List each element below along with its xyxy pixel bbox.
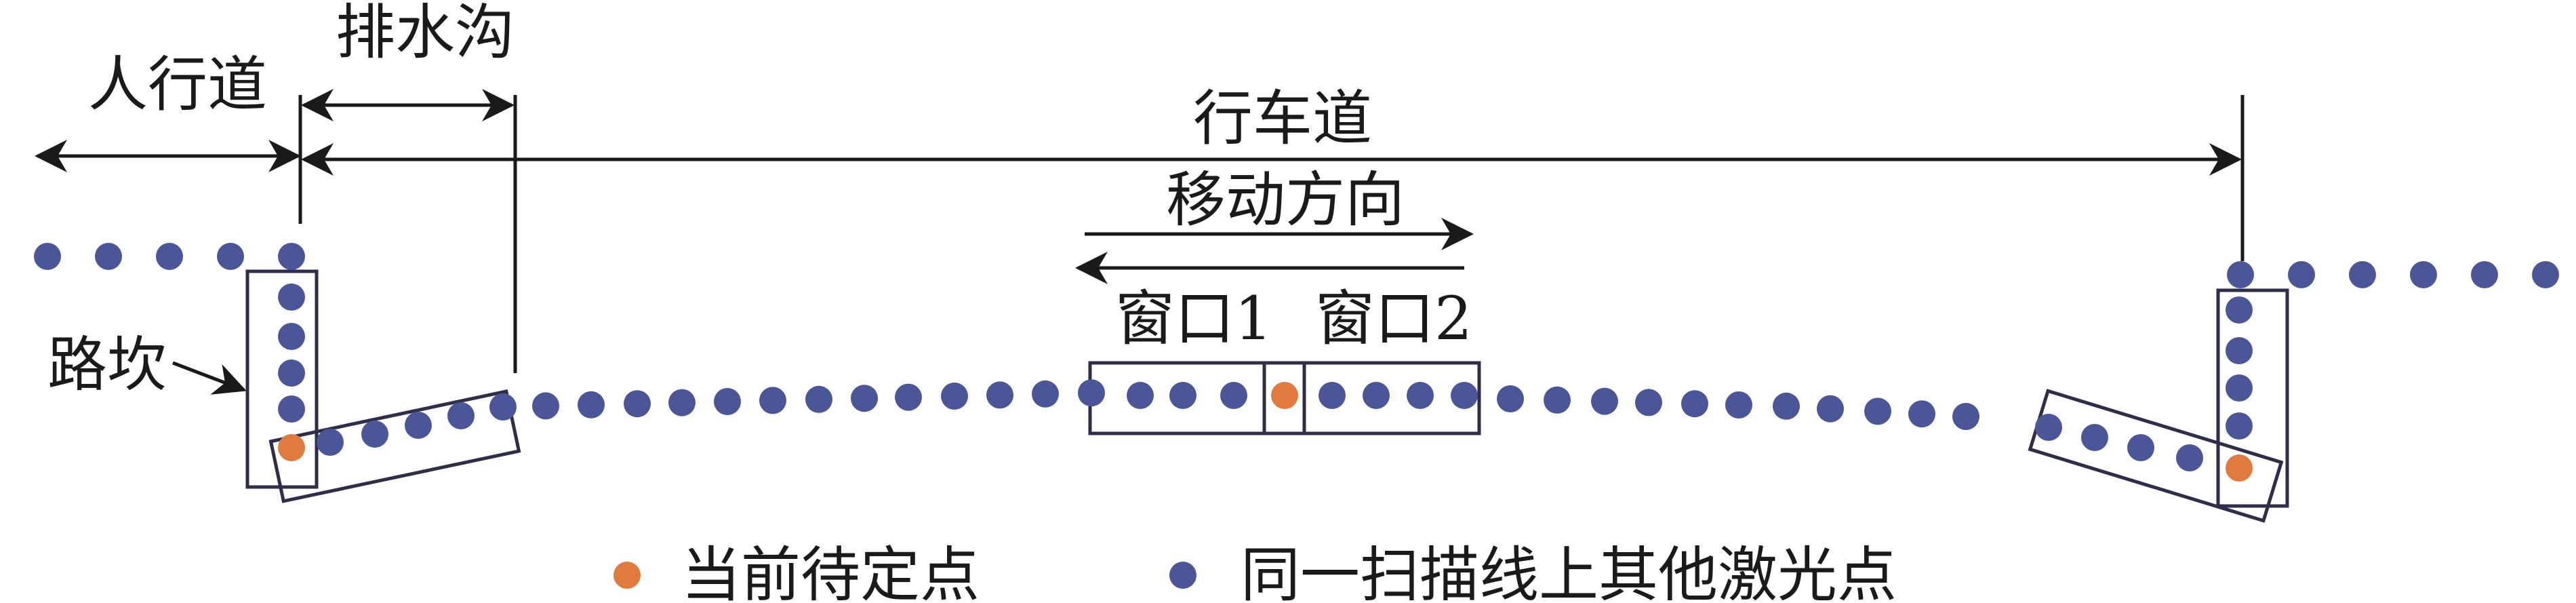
- legend-other-points-dot: [1169, 562, 1196, 589]
- scan-point: [95, 243, 122, 270]
- scan-point: [278, 243, 305, 270]
- scan-point: [156, 243, 183, 270]
- scan-point: [986, 381, 1013, 409]
- scan-point: [941, 383, 968, 410]
- scan-point: [1773, 392, 1800, 420]
- scan-point: [2127, 434, 2154, 461]
- scan-point: [2226, 412, 2253, 440]
- current-point: [278, 434, 305, 461]
- scan-point: [361, 421, 388, 448]
- scan-point: [532, 392, 559, 420]
- scan-point: [2176, 444, 2203, 471]
- scan-point: [2226, 374, 2253, 402]
- right-curb-vertical-box: [2216, 288, 2289, 508]
- scan-point: [1319, 382, 1346, 409]
- scan-point: [1127, 382, 1154, 409]
- scan-point: [624, 390, 651, 418]
- scan-point: [2349, 261, 2376, 288]
- curb-pointer-arrow: [172, 361, 247, 395]
- scan-point: [1591, 387, 1618, 415]
- scan-point: [2410, 261, 2437, 288]
- scan-point: [2081, 424, 2108, 451]
- scan-point: [405, 412, 432, 439]
- scan-point: [447, 402, 475, 429]
- scan-point: [1952, 403, 1979, 430]
- scan-point: [1169, 382, 1196, 409]
- scan-point: [1407, 382, 1434, 409]
- window2-label: 窗口2: [1315, 284, 1472, 353]
- scan-points: [34, 243, 2559, 482]
- scan-point: [1864, 397, 1891, 425]
- scan-point: [851, 385, 878, 412]
- scan-point: [317, 429, 344, 456]
- legend-current-point-dot: [613, 562, 641, 589]
- scan-point: [1032, 380, 1059, 408]
- scan-point: [1544, 386, 1571, 414]
- current-point: [1271, 382, 1298, 409]
- scan-point: [2288, 261, 2315, 288]
- scan-point: [2471, 261, 2498, 288]
- scan-point: [668, 389, 696, 416]
- sidewalk-label: 人行道: [88, 50, 267, 119]
- curb-label: 路坎: [47, 330, 167, 400]
- scan-point: [714, 388, 741, 415]
- legend-current-point-label: 当前待定点: [681, 540, 980, 603]
- scan-point: [217, 243, 244, 270]
- scan-point: [278, 323, 305, 350]
- scan-point: [1497, 385, 1524, 412]
- scan-point: [2226, 296, 2253, 324]
- scan-point: [759, 387, 786, 414]
- scan-point: [805, 385, 832, 413]
- scan-point: [1451, 382, 1478, 409]
- scan-point: [34, 243, 61, 270]
- scan-point: [278, 395, 305, 423]
- scan-point: [1908, 400, 1935, 428]
- scan-point: [1220, 382, 1247, 409]
- scan-point: [1681, 390, 1708, 418]
- left-curb-slope-box: [268, 389, 521, 503]
- scan-point: [578, 391, 605, 419]
- legend-other-points-label: 同一扫描线上其他激光点: [1241, 540, 1897, 603]
- scan-point: [1635, 389, 1662, 416]
- scan-point: [1725, 391, 1752, 419]
- roadway-label: 行车道: [1193, 83, 1372, 153]
- scan-point: [2226, 337, 2253, 364]
- current-point: [2226, 454, 2253, 482]
- scan-point: [278, 284, 305, 311]
- scan-point: [489, 393, 517, 421]
- scan-point: [1363, 382, 1390, 409]
- scan-point: [1078, 379, 1105, 407]
- scan-point: [1817, 395, 1844, 423]
- scan-point: [2532, 261, 2559, 288]
- moving-direction-label: 移动方向: [1166, 165, 1405, 235]
- scan-point: [895, 383, 922, 411]
- scan-point: [2227, 261, 2254, 288]
- window1-label: 窗口1: [1115, 284, 1272, 353]
- drainage-label: 排水沟: [336, 0, 515, 67]
- scan-point: [278, 359, 305, 387]
- scan-point: [2035, 414, 2062, 441]
